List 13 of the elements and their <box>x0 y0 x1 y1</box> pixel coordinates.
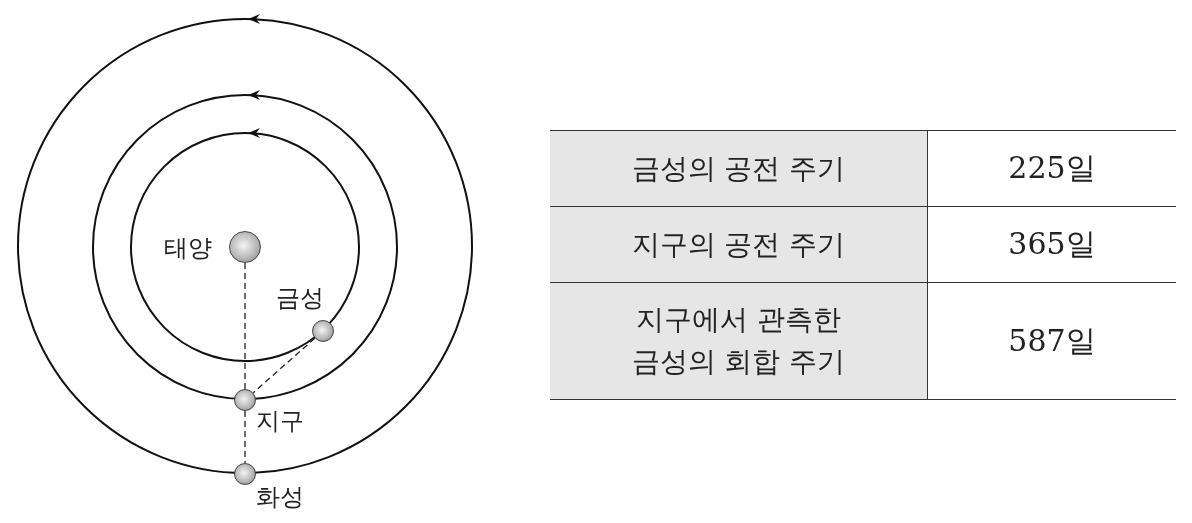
planet-label: 금성 <box>276 286 324 310</box>
dashed-line <box>244 262 246 390</box>
table-cell: 225일 <box>927 130 1176 207</box>
table-cell: 지구의 공전 주기 <box>550 206 928 283</box>
planet-label: 태양 <box>164 236 212 260</box>
dashed-line <box>244 410 246 464</box>
planet-label: 화성 <box>256 485 304 509</box>
table-cell: 587일 <box>927 282 1176 400</box>
table-cell: 금성의 공전 주기 <box>550 130 928 207</box>
planet-label: 지구 <box>256 409 304 433</box>
table-cell: 365일 <box>927 206 1176 283</box>
dashed-line <box>252 337 316 394</box>
table-cell: 지구에서 관측한 금성의 회합 주기 <box>550 282 928 400</box>
